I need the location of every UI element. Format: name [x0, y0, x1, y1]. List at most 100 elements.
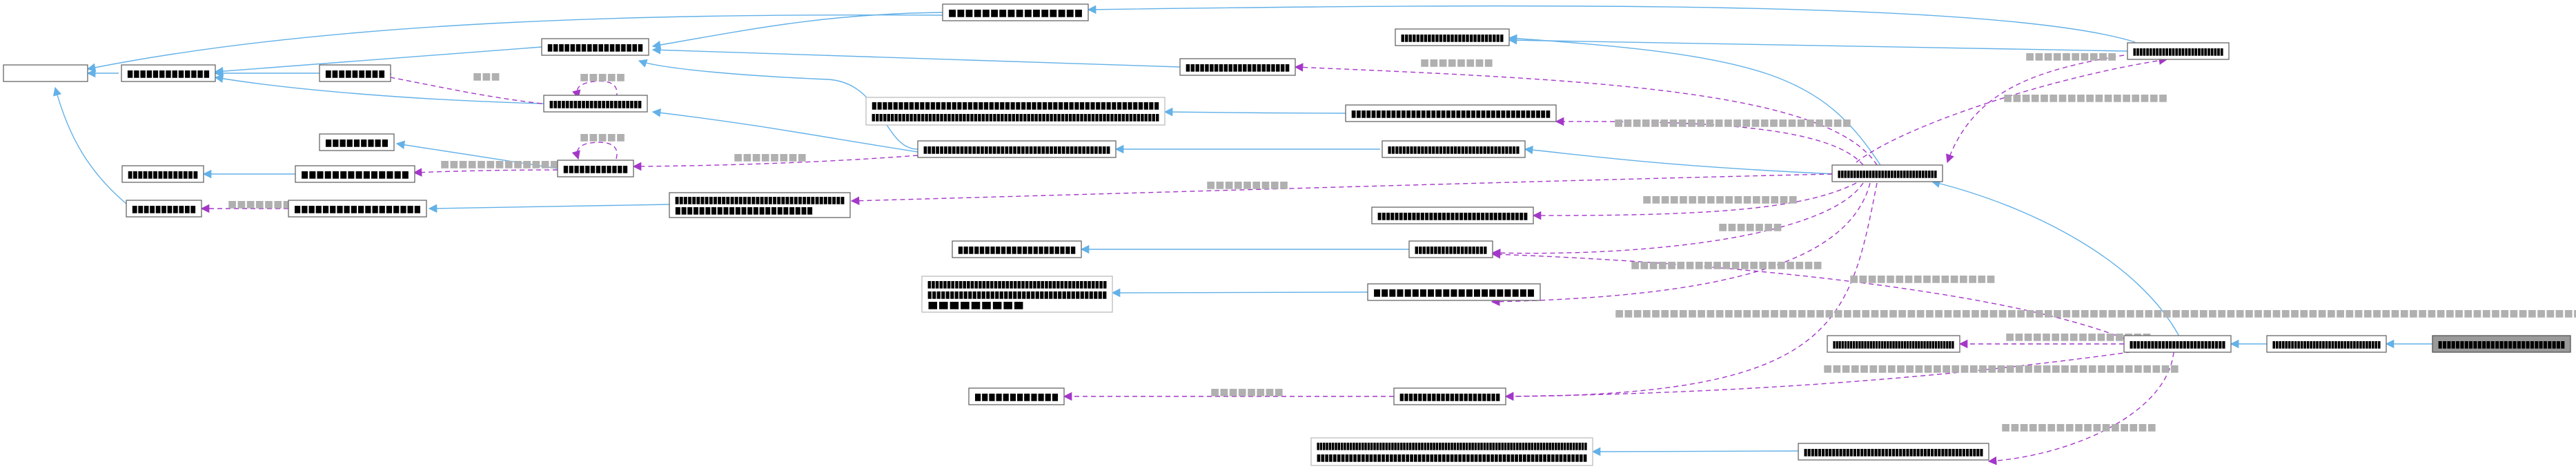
class-node[interactable]	[3, 64, 88, 82]
class-node[interactable]: ■■■■■■■■■■■■■■■■■■	[288, 200, 427, 218]
class-node[interactable]: ■■■■■■■■■■■■■■■■■■■■■■	[1179, 58, 1296, 76]
svg-text:■■■■■■■■■■■: ■■■■■■■■■■■	[132, 204, 196, 215]
svg-text:■■■■■■■■■■■■■■■■■■■■■■■■■■■■■■: ■■■■■■■■■■■■■■■■■■■■■■■■■■■■■■■■	[1838, 169, 1937, 180]
usage-edge	[1555, 117, 1864, 166]
usage-edge	[1294, 63, 1878, 166]
svg-text:■■■■■■■■■■■■■■■■■■■■■■■■■■■■■■: ■■■■■■■■■■■■■■■■■■■■■■■■■■■■■■■■■■■■■■■■…	[927, 279, 1107, 290]
edge-label: ■■■■■■■■■	[1206, 180, 1288, 191]
svg-text:■■■■■■■■■■■■■■■■■■■■■■■■■■■■■■: ■■■■■■■■■■■■■■■■■■■■■■■■■■■■■■■■■■■	[2272, 339, 2381, 350]
inheritance-edge	[52, 86, 127, 204]
edge-label: ■■■■■■■■	[1210, 387, 1284, 398]
class-node[interactable]: ■■■■■■■■■■■■■■■■■■■	[1408, 240, 1493, 258]
edge-label: ■■■■■■■■■■■■■■■■■■■■■■■■■■■■■■■■■■■■■■■■…	[1615, 308, 2576, 319]
inheritance-edge	[214, 74, 544, 104]
svg-text:■■■■■■■■■■■■■■■■■■■■■■■■■■■■■■: ■■■■■■■■■■■■■■■■■■■■■■■■■■■■■■■■■■■■■■■■…	[1317, 441, 1587, 452]
usage-edge	[1504, 350, 2140, 401]
svg-text:■■■■■■■■■■■■■■■■■■■■■■■■■■■■■■: ■■■■■■■■■■■■■■■■■■■■■■■■■■■■■■■■■■■■■■■■	[927, 289, 1107, 300]
inheritance-edge	[428, 204, 670, 213]
usage-edge	[1532, 182, 1857, 220]
class-node[interactable]: ■■■■■■■■■■■■■■■■■■■■■■■■■■■■	[2127, 42, 2230, 60]
inheritance-edge	[86, 14, 943, 72]
class-node[interactable]: ■■■■■■■■■■■■■■■■■■■■■■■■■■■■■■■■■■■■■■■■	[1345, 104, 1557, 122]
usage-edge	[1491, 182, 1864, 258]
class-node[interactable]: ■■■■■■■■■■■■■■■■■■■■■■■■■■■■■■■■■■■■■■■■…	[1827, 335, 1960, 353]
class-node[interactable]: ■■■■■■■■■■■■■■■■■■■■■■■■■■■■■■■■■■■■■■■■…	[917, 140, 1117, 158]
svg-text:■■■■■■■■■■■■■■■■■■■■■■■■■■■■■■: ■■■■■■■■■■■■■■■■■■■■■■■■■■■■■■■■■■■■■■■■	[675, 195, 845, 206]
class-node[interactable]: ■■■■■■■■■■■■■■■■■■■■■■	[1393, 387, 1506, 405]
self-usage-edge	[571, 142, 618, 160]
edge-label: ■■■■■■■■■■■■■■■■■■■■■■■■■■	[1614, 117, 1851, 128]
class-node[interactable]: ■■■■■■■■■■■■■■■■■■■■■■■■■■■■■■■■■■■■■■■■…	[669, 192, 851, 218]
class-node[interactable]: ■■■■■■■■■■■■■■■■■■■■■■■■■■■	[1395, 28, 1510, 46]
edge-label: ■■■■■■■■■■■■■■■■	[2005, 331, 2152, 343]
svg-text:■■■■■■■■■■■■■■■■■■■■■■: ■■■■■■■■■■■■■■■■■■■■■■	[1186, 62, 1290, 73]
usage-edge	[632, 155, 918, 171]
svg-text:■■■■■■■■■■■■■■: ■■■■■■■■■■■■■■	[128, 169, 198, 180]
edge-label: ■■■■■■■	[1718, 222, 1782, 233]
svg-text:■■■■■■■■■■■■■■■■■■■■■■: ■■■■■■■■■■■■■■■■■■■■■■	[1399, 392, 1500, 403]
inheritance-edge	[651, 46, 1181, 68]
diagram-root-node[interactable]: ■■■■■■■■■■■■■■■■■■■■■■■■■■■■■	[2432, 335, 2571, 353]
class-node[interactable]: ■■■■■■■■■■■■■■■■■	[541, 38, 649, 56]
edge-label: ■■■■■■■■■■■■■■■■■■	[2003, 93, 2167, 104]
inheritance-edge	[1591, 447, 1799, 456]
svg-text:■■■■■■■■■■■■: ■■■■■■■■■■■■	[563, 164, 628, 175]
inheritance-edge	[1163, 107, 1346, 117]
usage-edge	[382, 73, 542, 104]
class-node[interactable]: ■■■■■■■■■	[319, 64, 391, 82]
class-node[interactable]: ■■■■■■■■■■■■■■■■■■■■■■■■■■■■■■■■■■■	[1371, 206, 1534, 224]
edge-label: ■■■■■■■■	[1420, 57, 1493, 68]
class-node[interactable]: ■■■■■■■■■■■■■■■■■■■■■■■■■■■■■■■■■■■■■■■■…	[865, 97, 1166, 126]
usage-edge	[1945, 53, 2133, 164]
usage-edge	[1987, 352, 2174, 465]
class-node[interactable]: ■■■■■■■■■■■■■■■■■■■■■■■■■■■■■■■■■■■■■■■■…	[1310, 437, 1593, 466]
svg-text:■■■■■■■■■■■■■■■■■■■■■■■■■■■■■■: ■■■■■■■■■■■■■■■■■■■■■■■■■■■■■■■■■■■■■■■■…	[923, 144, 1110, 155]
inheritance-edge	[214, 46, 542, 76]
edge-label: ■■■■■■■■■■■■■■■■	[1849, 273, 1996, 285]
edge-label: ■■■■■	[580, 72, 625, 83]
class-node[interactable]: ■■■■■■■■■■■■■■	[121, 165, 204, 183]
svg-text:■■■■■■■■■■■■■■■■■■■■■■■: ■■■■■■■■■■■■■■■■■■■■■■■	[549, 99, 642, 110]
class-node[interactable]: ■■■■■■■■■■■■■■■■■■■■■	[1367, 283, 1541, 301]
svg-text:■■■■■■■■■■■■■■■■■■■■■■■■■■■■■■: ■■■■■■■■■■■■■■■■■■■■■■■■■■■■■■■■■■■■■■■■…	[872, 100, 1159, 111]
class-node[interactable]: ■■■■■■■■■■■■■■■■■■■■■■■■■■■■■■■■■■■	[2266, 335, 2387, 353]
svg-text:■■■■■■■■■■■■■■■■: ■■■■■■■■■■■■■■■■	[948, 8, 1083, 19]
class-node[interactable]: ■■■■■■■■■■■■■■■■■■■■■■■■■■■■■■■■	[1831, 164, 1943, 182]
self-usage-edge	[572, 80, 618, 99]
edge-label: ■■■■■■■	[228, 199, 292, 210]
class-node[interactable]: ■■■■■■■■■■■■	[557, 160, 634, 177]
class-node[interactable]: ■■■■■■■■■■■■■	[121, 64, 216, 82]
svg-text:■■■■■■■■■■■■■■■■■■■: ■■■■■■■■■■■■■■■■■■■	[1415, 244, 1487, 256]
class-node[interactable]: ■■■■■■■■■■■■	[968, 387, 1065, 405]
class-node[interactable]: ■■■■■■■■■■■■■■■■■■■■■■■■■■■■■■■■■■■■■■■■…	[1798, 443, 1989, 461]
class-node[interactable]: ■■■■■■■■■■■■■■■■	[942, 3, 1089, 21]
svg-text:■■■■■■■■■: ■■■■■■■■■	[325, 137, 389, 148]
svg-text:■■■■■■■■■■■■■■■■■: ■■■■■■■■■■■■■■■■■	[547, 42, 643, 53]
svg-text:■■■■■■■■■■■■■■■■■■■■■■■■■■■■■■: ■■■■■■■■■■■■■■■■■■■■■■■■■■■■■■■■■■■■■■■■	[1351, 108, 1551, 119]
class-node[interactable]: ■■■■■■■■■■■■■■	[295, 165, 415, 183]
usage-edge	[413, 168, 558, 177]
edge-label: ■■■■■	[580, 132, 625, 143]
inheritance-edge	[1931, 179, 2180, 337]
svg-text:■■■■■■■■■■■■■■■■■■■■■■■■■■■■■■: ■■■■■■■■■■■■■■■■■■■■■■■■■■■■■■■■■■■■	[1388, 144, 1520, 155]
inheritance-edge	[395, 140, 558, 169]
class-node[interactable]: ■■■■■■■■■	[319, 133, 395, 151]
inheritance-edge	[638, 59, 918, 150]
inheritance-edge	[651, 108, 918, 153]
svg-text:■■■■■■■■■■■■■■■■■■■■■■■■■■■■■■: ■■■■■■■■■■■■■■■■■■■■■■■■■■■■■■■■■■■■■■■■…	[1804, 447, 1983, 458]
edge-label: ■■■■■■■■■■■■■■■■■	[1642, 194, 1798, 205]
svg-text:■■■■■■■■■■■■■■■■■■■■■■: ■■■■■■■■■■■■■■■■■■■■■■	[958, 244, 1076, 256]
svg-text:■■■■■■■■■■■■■■■■■■■■■■■■■■■■: ■■■■■■■■■■■■■■■■■■■■■■■■■■■■	[2133, 46, 2223, 57]
svg-text:■■■■■■■■■■■■■■■■■■■■■■■■■■■■■■: ■■■■■■■■■■■■■■■■■■■■■■■■■■■■■■■■■■■■■■■■…	[872, 112, 1159, 123]
class-node[interactable]: ■■■■■■■■■■■■■■■■■■■■■■■■■■■■■■■■■■■■■■■■…	[921, 276, 1113, 313]
class-node[interactable]: ■■■■■■■■■■■■■■■■■■■■■■■	[543, 95, 648, 113]
class-node[interactable]: ■■■■■■■■■■■■■■■■■■■■■■■■■■■■■■■■■■■■	[1382, 140, 1526, 158]
svg-text:■■■■■■■■■■■■■■■■■■■■■■■■■■■■■■: ■■■■■■■■■■■■■■■■■■■■■■■■■■■■■■■■■■■	[1377, 211, 1528, 222]
inheritance-edge	[1111, 288, 1368, 298]
class-node[interactable]: ■■■■■■■■■■■■■■■■■■■■■■	[952, 240, 1082, 258]
class-node[interactable]: ■■■■■■■■■■■	[126, 200, 202, 218]
edge-label: ■■■■■■■■■■	[2025, 51, 2116, 62]
class-node[interactable]: ■■■■■■■■■■■■■■■■■■■■■■■■■■■	[2123, 335, 2232, 353]
usage-edge	[850, 173, 1833, 205]
